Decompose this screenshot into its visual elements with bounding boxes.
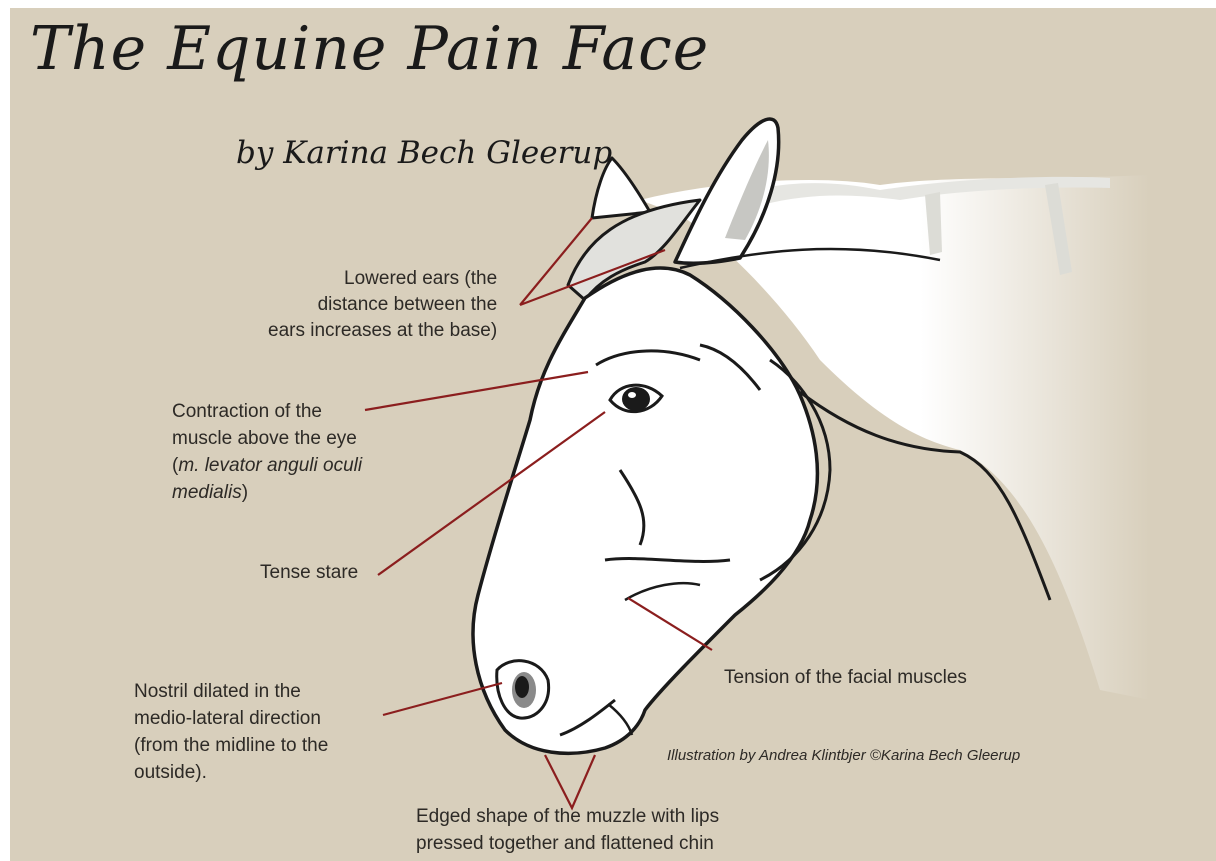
label-stare: Tense stare [260,560,358,586]
label-latin: (m. levator anguli oculi [172,452,362,479]
label-line: ears increases at the base) [268,318,497,344]
label-line: (from the midline to the [134,732,328,759]
latin-name: medialis [172,482,242,503]
author-byline: by Karina Bech Gleerup [236,135,612,171]
pointer-nostril [383,683,502,715]
label-line: Lowered ears (the [268,266,497,292]
label-line: medio-lateral direction [134,705,328,732]
label-line: Edged shape of the muzzle with lips [416,803,719,830]
label-latin: medialis) [172,479,362,506]
label-facial: Tension of the facial muscles [724,665,967,691]
label-line: Tense stare [260,560,358,586]
label-line: muscle above the eye [172,425,362,452]
label-line: Contraction of the [172,398,362,425]
label-line: distance between the [268,292,497,318]
label-line: outside). [134,759,328,786]
label-eye-muscle: Contraction of the muscle above the eye … [172,398,362,506]
label-muzzle: Edged shape of the muzzle with lips pres… [416,803,719,857]
illustration-credit: Illustration by Andrea Klintbjer ©Karina… [667,747,1020,764]
label-nostril: Nostril dilated in the medio-lateral dir… [134,678,328,786]
latin-name: m. levator anguli oculi [178,455,362,476]
page-title: The Equine Pain Face [30,14,709,84]
label-line: pressed together and flattened chin [416,830,719,857]
label-line: Tension of the facial muscles [724,665,967,691]
paren: ) [242,482,248,503]
label-ears: Lowered ears (the distance between the e… [268,266,497,344]
label-line: Nostril dilated in the [134,678,328,705]
horse-nostril [497,661,549,718]
pointer-muzzle [545,755,595,808]
